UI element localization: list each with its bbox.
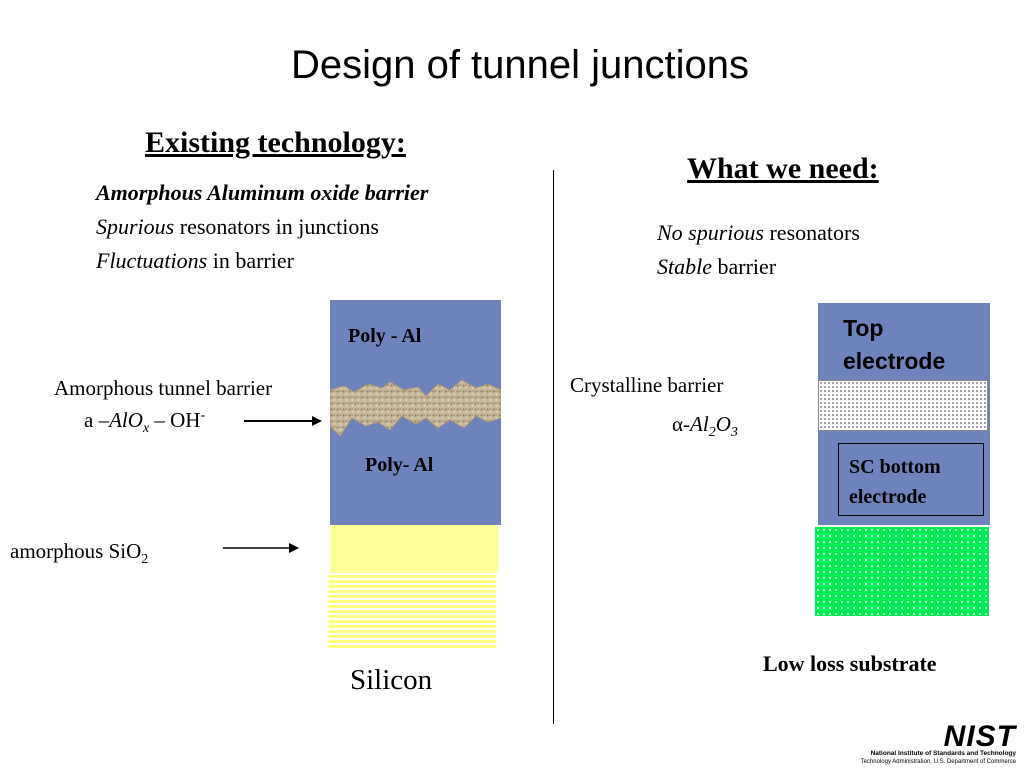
crystalline-barrier-label: Crystalline barrier (570, 373, 724, 397)
nist-dept-line: Technology Administration, U.S. Departme… (860, 759, 1016, 765)
crystalline-barrier-layer (818, 380, 988, 431)
bullet-rest: resonators (763, 220, 860, 245)
bullet-rest: barrier (712, 254, 777, 279)
formula-alpha: α (672, 412, 684, 436)
bullet-italic: Amorphous Aluminum oxide barrier (96, 180, 429, 205)
bullet-spurious: Spurious resonators in junctions (96, 210, 428, 244)
existing-technology-heading: Existing technology: (145, 126, 406, 159)
formula-al: Al (690, 412, 709, 436)
column-divider (553, 170, 554, 724)
bullet-fluctuations: Fluctuations in barrier (96, 244, 428, 278)
top-electrode-label: Top electrode (843, 315, 946, 374)
silicon-label: Silicon (350, 664, 433, 696)
alox-formula: a –AlOx – OH- (84, 402, 205, 443)
formula-sub3: 3 (730, 425, 738, 441)
existing-bullets: Amorphous Aluminum oxide barrier Spuriou… (96, 176, 428, 278)
amorphous-barrier-layer (330, 379, 501, 437)
nist-logo: NIST National Institute of Standards and… (815, 720, 1020, 768)
formula-dash: - (683, 412, 691, 436)
formula-sup: - (200, 408, 206, 423)
bullet-italic: Fluctuations (96, 248, 208, 273)
poly-al-bottom-label: Poly- Al (365, 454, 434, 476)
need-bullets: No spurious resonators Stable barrier (657, 216, 860, 284)
silicon-substrate (328, 575, 496, 648)
barrier-arrow-icon (244, 416, 322, 426)
bullet-no-spurious: No spurious resonators (657, 216, 860, 250)
sio2-label: amorphous SiO2 (10, 537, 148, 574)
bullet-amorphous: Amorphous Aluminum oxide barrier (96, 176, 428, 210)
sio2-text: amorphous SiO (10, 539, 142, 563)
formula-o: O (715, 412, 731, 436)
al2o3-formula: α-Al2O3 (672, 410, 738, 447)
formula-prefix: a – (84, 408, 110, 432)
sio2-layer (330, 525, 498, 573)
sc-bottom-electrode-box: SC bottom electrode (838, 443, 984, 516)
formula-alo: AlO (109, 408, 143, 432)
nist-name-line: National Institute of Standards and Tech… (870, 750, 1016, 757)
poly-al-top-label: Poly - Al (348, 325, 422, 347)
low-loss-substrate-label: Low loss substrate (763, 651, 937, 676)
sio2-arrow-icon (223, 543, 299, 553)
formula-oh: – OH (149, 408, 201, 432)
bullet-italic: Stable (657, 254, 712, 279)
sio2-sub: 2 (141, 552, 149, 568)
formula-sub2: 2 (708, 425, 716, 441)
what-we-need-heading: What we need: (687, 152, 879, 185)
bullet-italic: No spurious (657, 220, 764, 245)
bullet-rest: in barrier (207, 248, 294, 273)
bullet-stable: Stable barrier (657, 250, 860, 284)
amorphous-barrier-label: Amorphous tunnel barrier (54, 376, 273, 400)
low-loss-substrate-layer (815, 527, 989, 616)
slide-title: Design of tunnel junctions (290, 43, 750, 87)
nist-wordmark: NIST (943, 720, 1016, 753)
bullet-rest: resonators in junctions (174, 214, 379, 239)
formula-x: x (142, 421, 150, 437)
bullet-italic: Spurious (96, 214, 175, 239)
